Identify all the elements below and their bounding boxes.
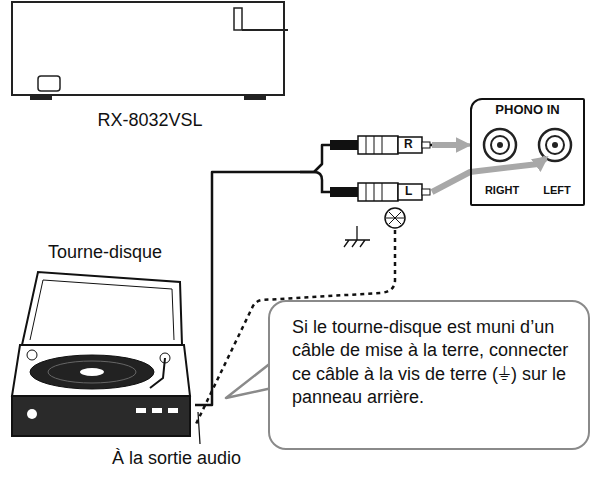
receiver-unit: RX-8032VSL bbox=[10, 0, 290, 138]
channel-label: RIGHT bbox=[480, 184, 524, 197]
callout-note: Si le tourne-disque est muni d’un câble … bbox=[268, 300, 590, 450]
model-name: RX-8032VSL bbox=[10, 110, 290, 131]
receiver-cable bbox=[242, 29, 288, 31]
phono-jacks bbox=[484, 129, 571, 161]
callout-pointer bbox=[226, 362, 272, 398]
rca-plug bbox=[330, 136, 430, 154]
turntable: Tourne-disque bbox=[15, 240, 195, 442]
earth-symbol bbox=[344, 226, 370, 247]
receiver-foot bbox=[30, 95, 52, 100]
phono-input-panel: PHONO IN RIGHT LEFT bbox=[470, 98, 585, 206]
insert-arrow-shaft bbox=[432, 142, 462, 148]
jack-label: PHONO IN bbox=[472, 103, 583, 118]
turntable-drawing bbox=[12, 272, 190, 436]
receiver-switch bbox=[38, 76, 60, 91]
receiver-plug bbox=[234, 8, 242, 30]
channel-label: LEFT bbox=[535, 184, 579, 197]
receiver-foot bbox=[244, 95, 266, 100]
receiver-drawing bbox=[12, 2, 288, 100]
plug-letter: L bbox=[405, 184, 412, 198]
plug-letter: R bbox=[404, 137, 413, 151]
ground-screw bbox=[385, 208, 405, 228]
device-name: Tourne-disque bbox=[15, 242, 195, 263]
note-text: Si le tourne-disque est muni d’un câble … bbox=[292, 316, 570, 410]
rca-plug bbox=[330, 183, 430, 201]
output-label: À la sortie audio bbox=[112, 448, 241, 470]
receiver-housing bbox=[12, 2, 284, 95]
audio-cable-branch bbox=[300, 172, 332, 192]
leader-line bbox=[198, 412, 200, 444]
